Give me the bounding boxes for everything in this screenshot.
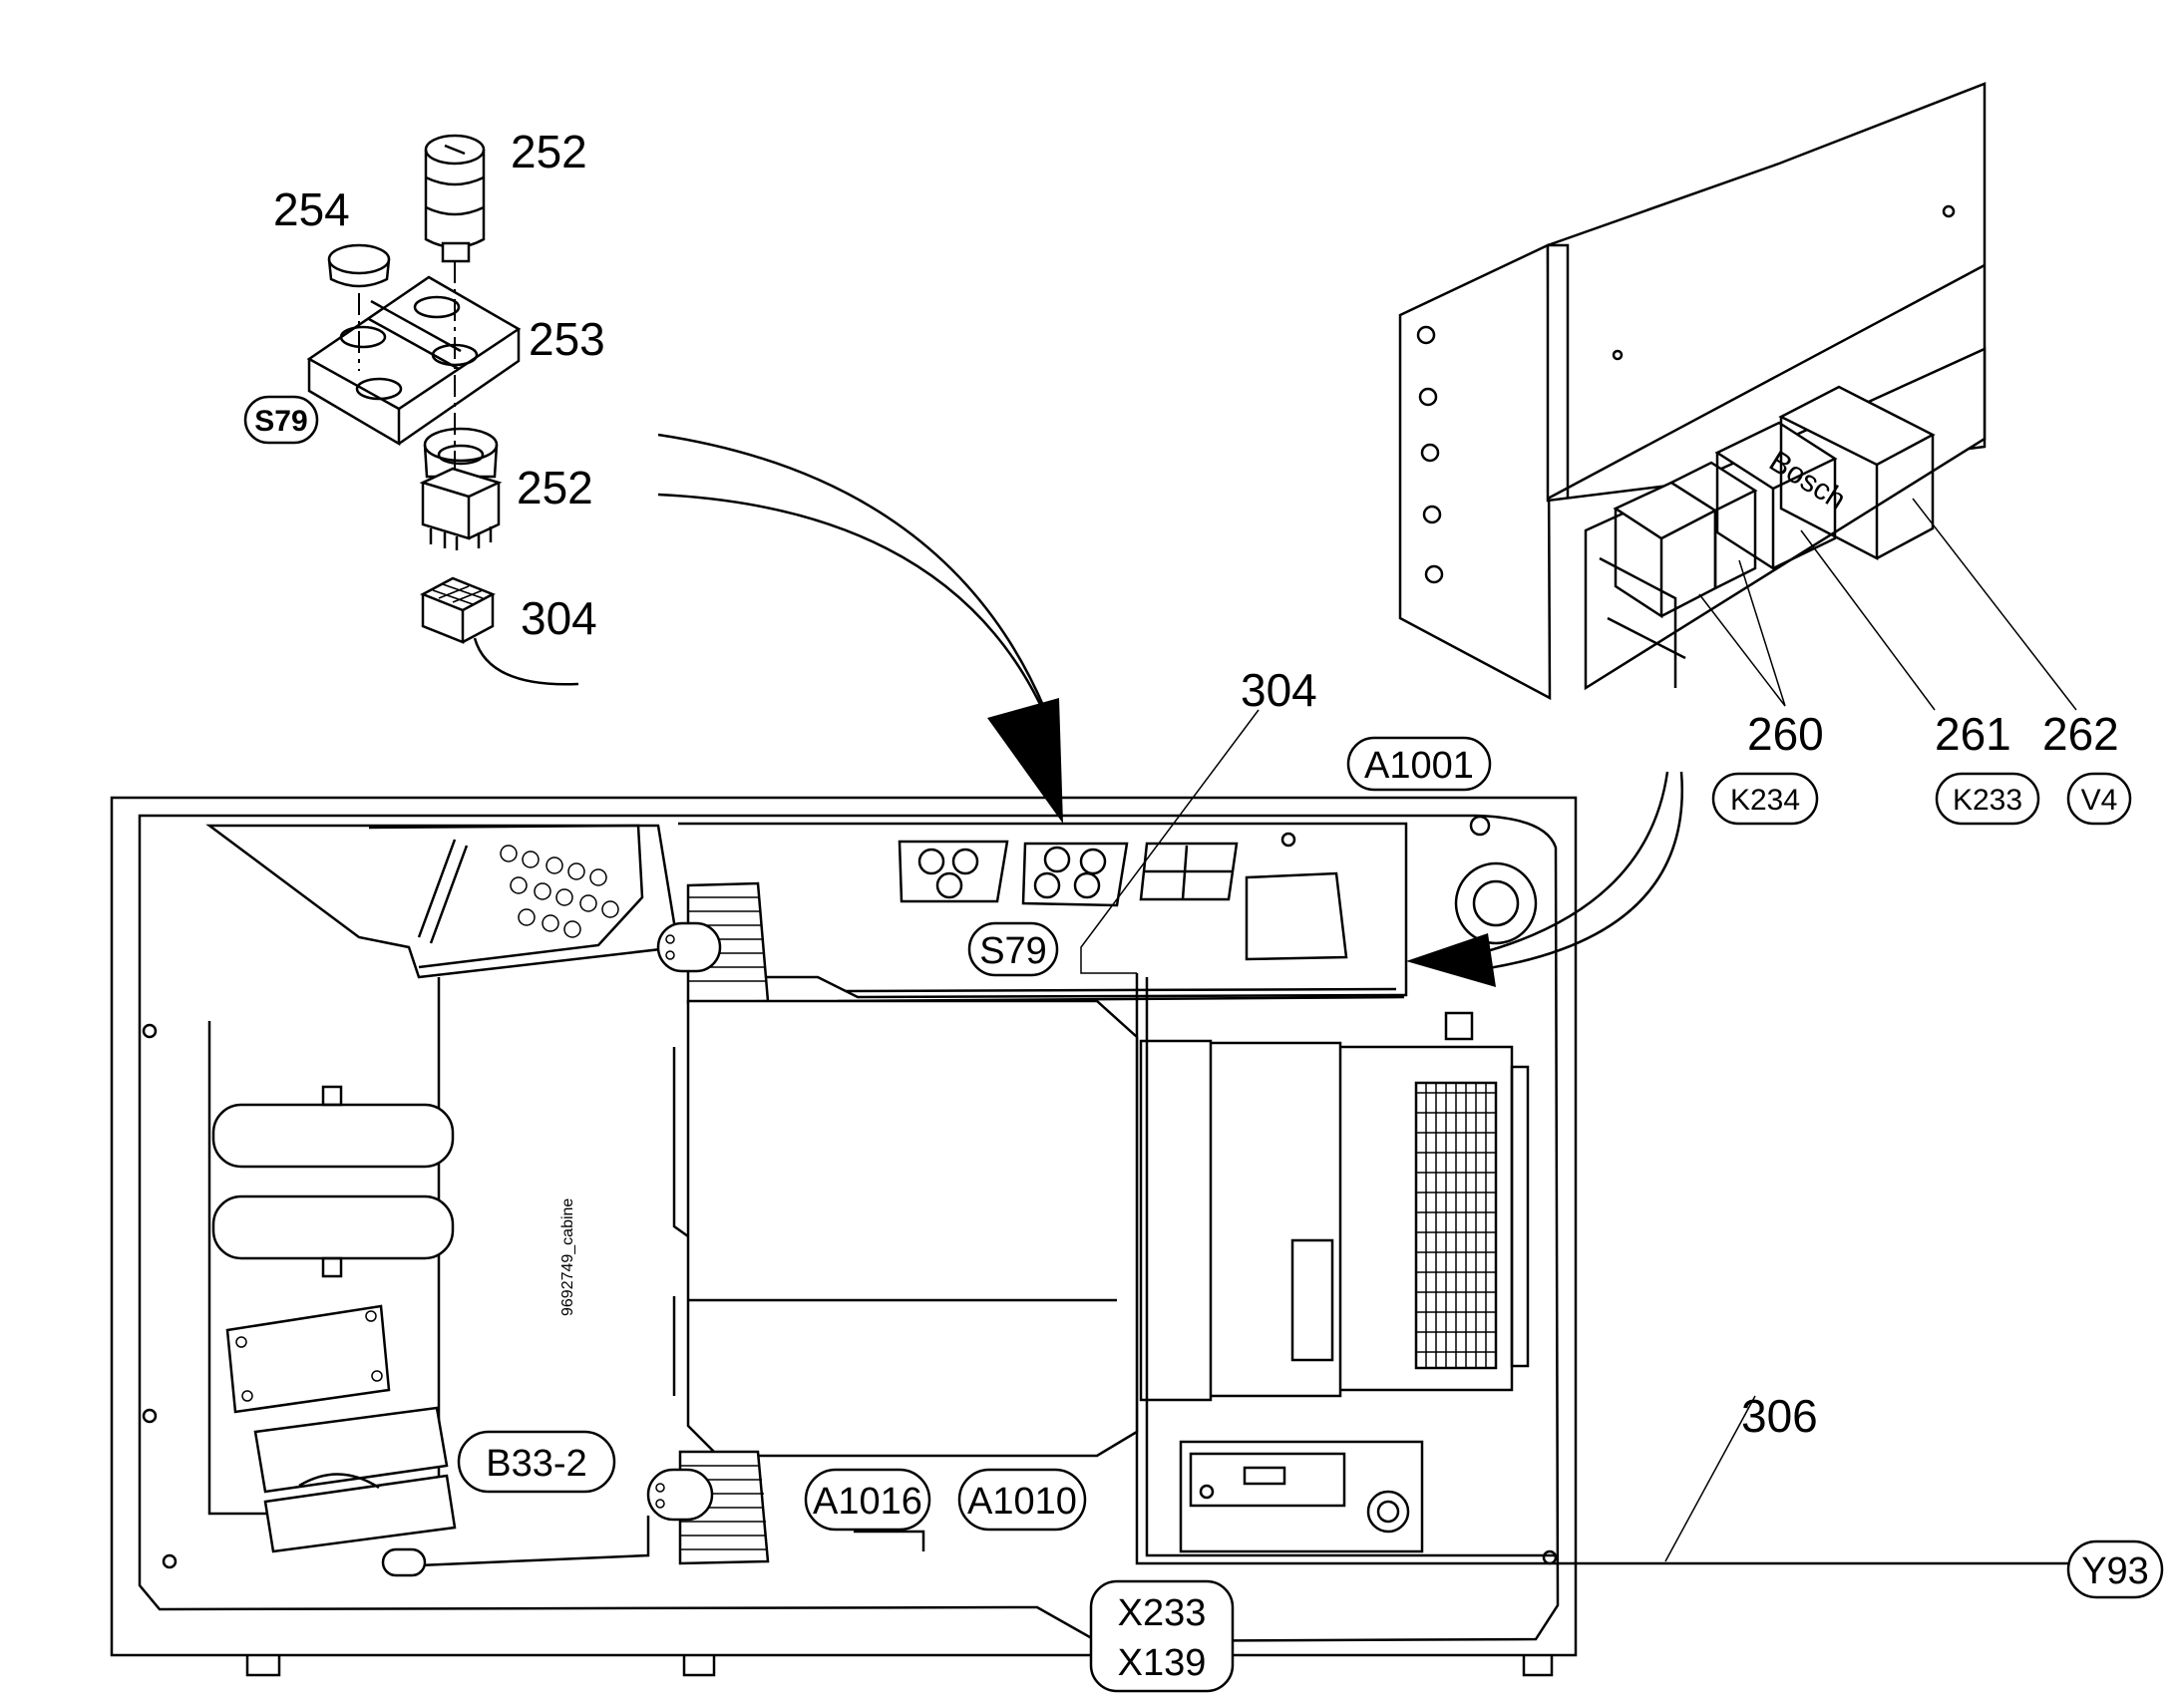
relay-leader-lines [1698, 498, 2077, 711]
connector-plug-part [420, 576, 579, 686]
tag-y93: Y93 [2066, 1539, 2164, 1599]
callout-304-top: 304 [521, 592, 597, 644]
callout-254: 254 [273, 183, 350, 235]
radio-unit [1179, 1440, 1424, 1553]
tag-k234: K234 [1711, 772, 1819, 826]
tag-s79-detail-text: S79 [254, 405, 307, 438]
callout-261: 261 [1935, 708, 2011, 760]
joystick-bottom [646, 1450, 770, 1565]
detail-pointer-lines [657, 433, 1063, 824]
cabin-leader-lines [1080, 709, 1756, 1562]
tag-s79-detail: S79 [243, 395, 319, 445]
callout-260: 260 [1747, 708, 1824, 760]
figure-id-label: 9692749_cabine [559, 1198, 576, 1316]
relay-box-view: Bosch [1398, 82, 1987, 701]
pointer-arrowhead-relay [1406, 933, 1496, 987]
hvac-unit [1139, 1011, 1530, 1402]
tag-a1001-text: A1001 [1364, 745, 1474, 787]
switch-knob-part [424, 134, 486, 263]
tag-a1016: A1016 [804, 1468, 931, 1532]
callout-306: 306 [1741, 1390, 1818, 1442]
tag-a1001: A1001 [1346, 736, 1492, 792]
tag-x233-x139: X233 X139 [1089, 1579, 1235, 1693]
mounting-frame-part [306, 275, 522, 447]
callout-262: 262 [2042, 708, 2119, 760]
tag-v4-text: V4 [2081, 784, 2118, 817]
tag-a1010-text: A1010 [967, 1481, 1077, 1523]
callout-253: 253 [529, 313, 605, 365]
tag-y93-text: Y93 [2081, 1550, 2149, 1592]
tag-k234-text: K234 [1730, 784, 1800, 817]
cabin-plan: 9692749_cabine [110, 796, 2092, 1677]
operator-seat [672, 999, 1139, 1458]
tag-a1016-text: A1016 [813, 1481, 922, 1523]
relay-pointer-lines [1406, 771, 1684, 987]
pointer-arrowhead-switch [987, 698, 1063, 824]
tag-x139-text: X139 [1118, 1642, 1207, 1684]
tag-s79-panel-text: S79 [979, 930, 1047, 972]
tag-b33-2: B33-2 [457, 1430, 616, 1494]
console-switch-cluster [500, 845, 619, 938]
switch-exploded-view: S79 [243, 134, 579, 686]
tag-k233: K233 [1935, 772, 2040, 826]
left-component-panel: 9692749_cabine [207, 977, 576, 1553]
console-panel-switches [898, 840, 1348, 961]
callout-252-bottom: 252 [517, 462, 593, 513]
tag-k233-text: K233 [1953, 784, 2022, 817]
callout-304-mid: 304 [1241, 664, 1317, 716]
tag-x233-text: X233 [1118, 1592, 1207, 1634]
tag-v4: V4 [2066, 772, 2132, 826]
joystick-top [656, 881, 770, 1005]
tag-a1010: A1010 [957, 1468, 1087, 1532]
callout-252-top: 252 [511, 126, 587, 177]
tag-s79-panel: S79 [967, 921, 1059, 977]
tag-b33-2-text: B33-2 [486, 1443, 586, 1485]
switch-body-part [419, 427, 503, 550]
blind-cap-part [327, 243, 391, 288]
